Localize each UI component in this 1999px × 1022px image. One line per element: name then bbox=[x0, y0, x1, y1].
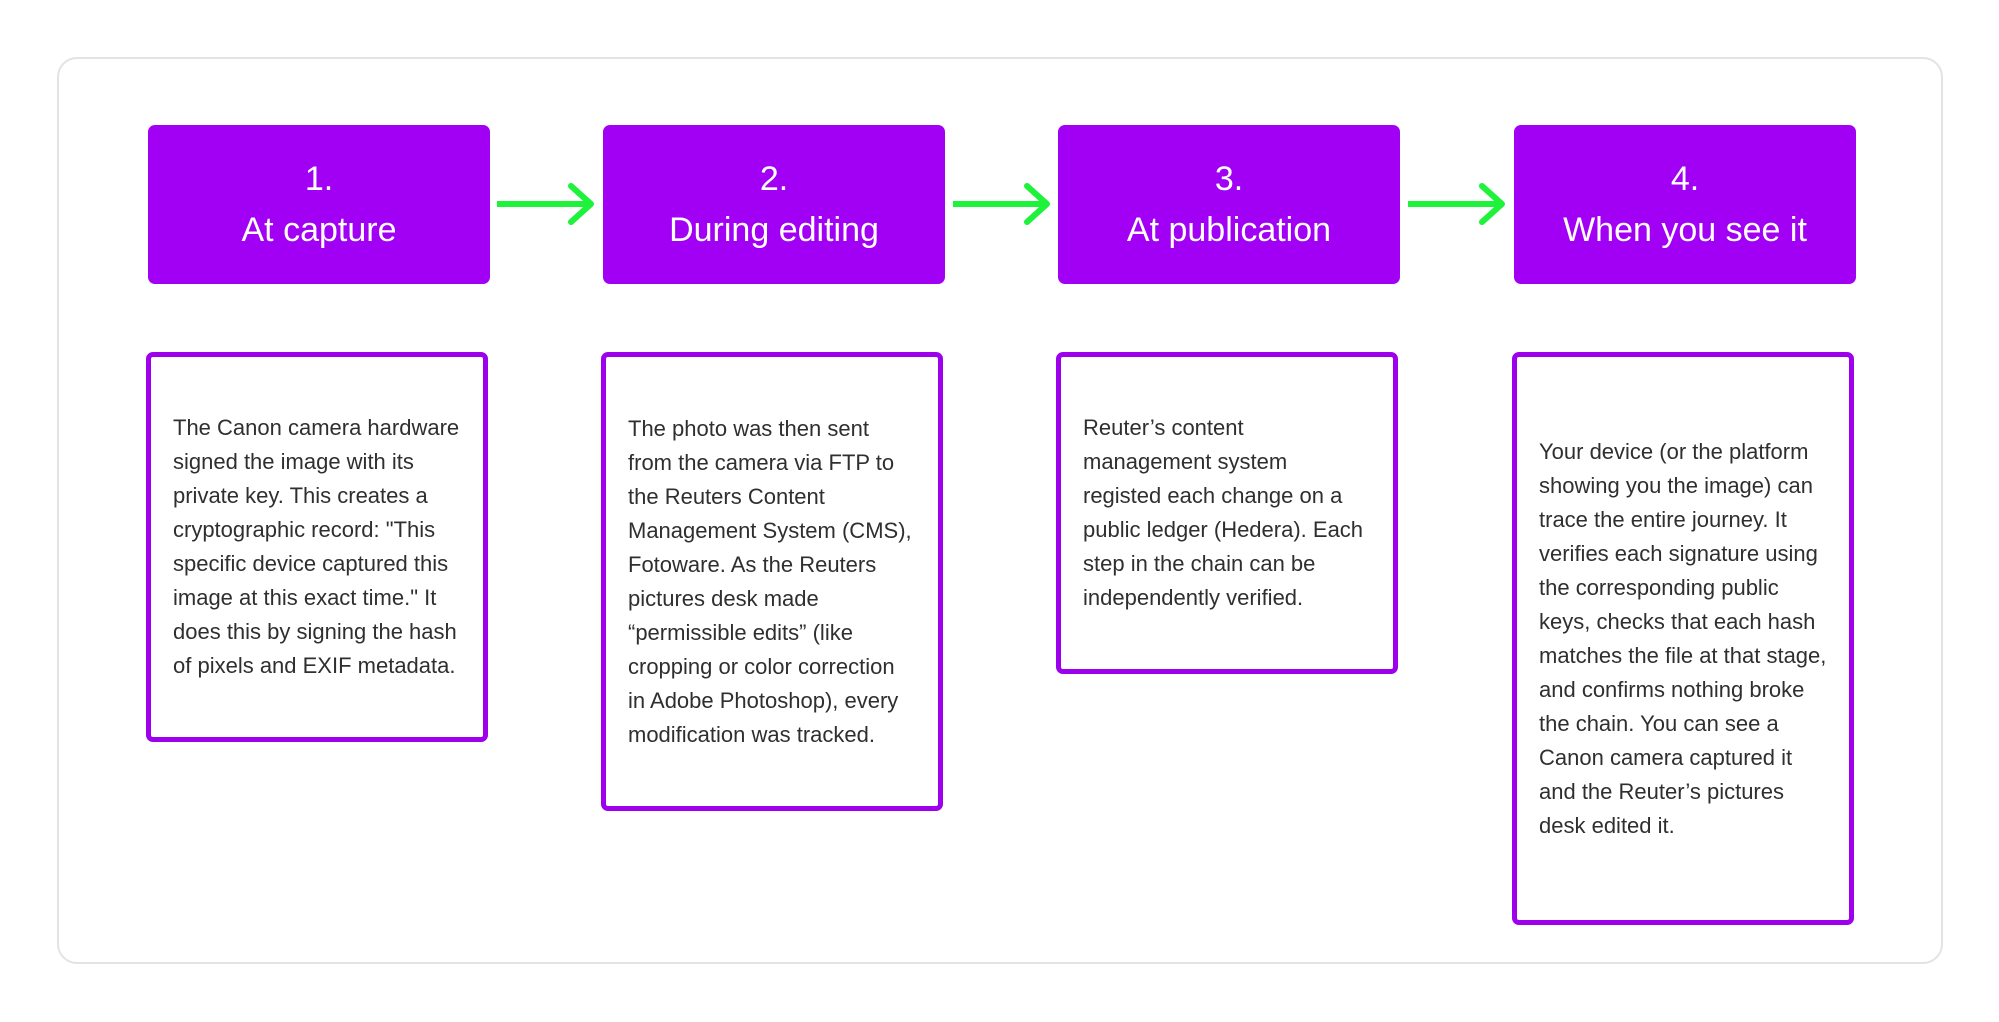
step-2-description: The photo was then sent from the camera … bbox=[628, 415, 912, 747]
arrow-right-icon bbox=[1408, 183, 1505, 225]
arrow-right-icon bbox=[497, 183, 594, 225]
step-1-header: 1. At capture bbox=[148, 125, 490, 284]
step-3-header: 3. At publication bbox=[1058, 125, 1400, 284]
step-4-header: 4. When you see it bbox=[1514, 125, 1856, 284]
step-1-title: At capture bbox=[241, 210, 397, 249]
step-4-description-box: Your device (or the platform showing you… bbox=[1512, 352, 1854, 925]
step-2-number: 2. bbox=[759, 159, 789, 198]
step-3-description: Reuter’s content management system regis… bbox=[1083, 415, 1364, 610]
step-4-description: Your device (or the platform showing you… bbox=[1539, 438, 1827, 838]
step-1-number: 1. bbox=[304, 159, 334, 198]
arrow-right-icon bbox=[953, 183, 1050, 225]
step-4-title: When you see it bbox=[1563, 210, 1807, 249]
step-2-header: 2. During editing bbox=[603, 125, 945, 284]
step-3-title: At publication bbox=[1126, 210, 1332, 249]
step-3-description-box: Reuter’s content management system regis… bbox=[1056, 352, 1398, 674]
step-2-description-box: The photo was then sent from the camera … bbox=[601, 352, 943, 811]
step-4-number: 4. bbox=[1670, 159, 1700, 198]
step-2-title: During editing bbox=[669, 210, 879, 249]
step-1-description: The Canon camera hardware signed the ima… bbox=[173, 415, 460, 678]
step-3-number: 3. bbox=[1214, 159, 1244, 198]
step-1-description-box: The Canon camera hardware signed the ima… bbox=[146, 352, 488, 742]
